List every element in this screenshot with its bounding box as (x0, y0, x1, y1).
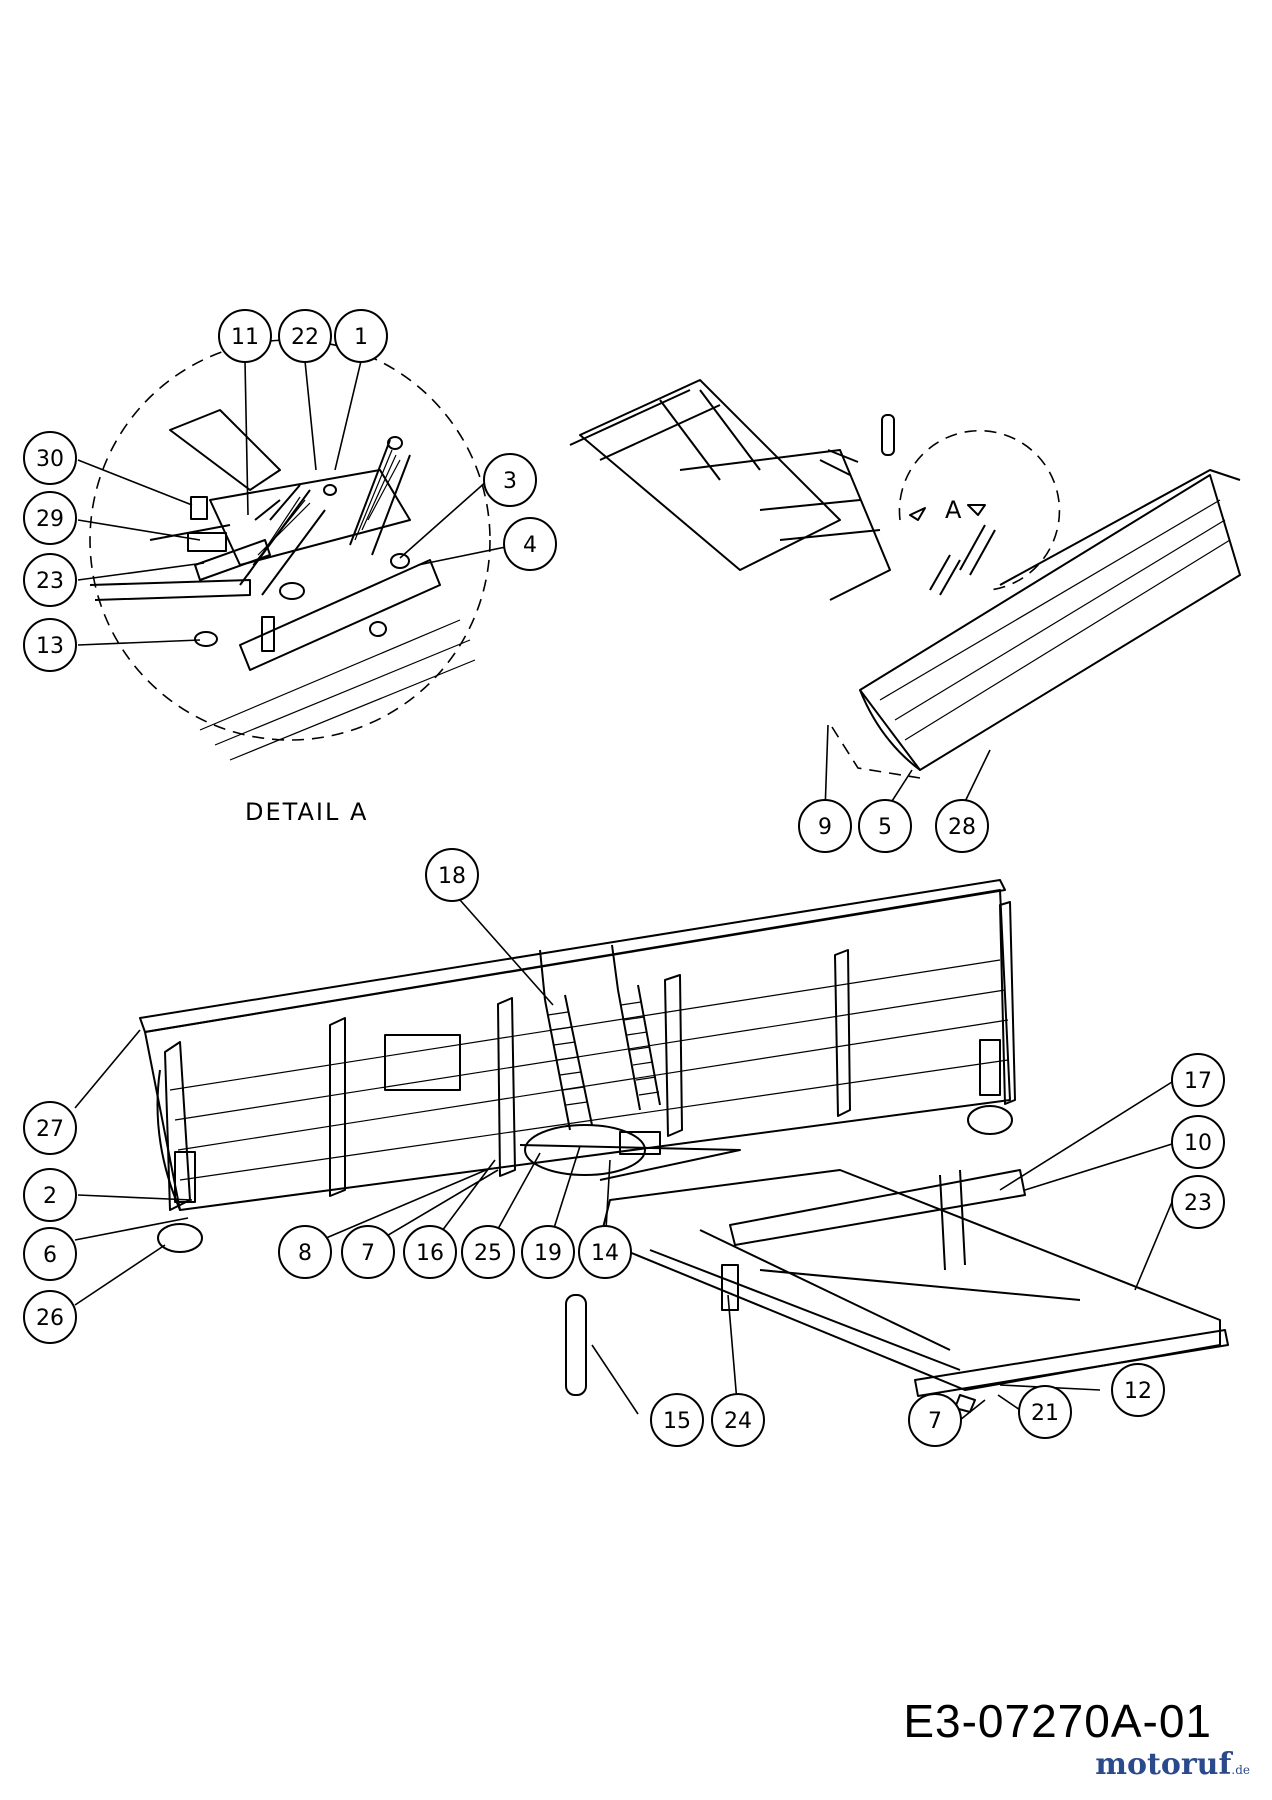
a-frame (599, 1169, 1229, 1397)
drawing-number: E3-07270A-01 (903, 1695, 1212, 1747)
svg-text:24: 24 (724, 1409, 752, 1434)
watermark-logo: motoruf.de (1095, 1747, 1250, 1782)
callout-9: 9 (798, 799, 852, 853)
svg-text:25: 25 (474, 1241, 502, 1266)
view-marker-a: A (945, 496, 962, 524)
callout-4: 4 (503, 517, 557, 571)
svg-text:10: 10 (1184, 1131, 1212, 1156)
callout-29: 29 (23, 491, 77, 545)
svg-text:29: 29 (36, 507, 64, 532)
svg-text:1: 1 (354, 325, 368, 350)
svg-text:3: 3 (503, 469, 517, 494)
svg-text:4: 4 (523, 533, 537, 558)
overview-detail-marker (898, 429, 1061, 591)
blade-springs (539, 944, 661, 1131)
link-bar (565, 1294, 587, 1396)
detail-a-frame (89, 409, 476, 761)
callout-19: 19 (521, 1225, 575, 1279)
svg-text:27: 27 (36, 1117, 64, 1142)
callout-30: 30 (23, 431, 77, 485)
svg-text:13: 13 (36, 634, 64, 659)
pivot-plate (519, 1124, 741, 1181)
overview-spring (929, 524, 996, 596)
callout-8: 8 (278, 1225, 332, 1279)
callout-14: 14 (578, 1225, 632, 1279)
main-assembly (139, 879, 1229, 1413)
callout-7-hitch: 7 (908, 1393, 962, 1447)
callout-23-main: 23 (1171, 1175, 1225, 1229)
assembly-overview: A (569, 379, 1241, 779)
svg-text:23: 23 (1184, 1191, 1212, 1216)
callout-2: 2 (23, 1168, 77, 1222)
callout-17: 17 (1171, 1053, 1225, 1107)
callout-7-main: 7 (341, 1225, 395, 1279)
overview-frame (569, 379, 891, 601)
callout-18: 18 (425, 848, 479, 902)
detail-a-springs (239, 436, 411, 596)
callout-27: 27 (23, 1101, 77, 1155)
svg-text:19: 19 (534, 1241, 562, 1266)
detail-a-hardware (187, 496, 410, 652)
callout-22: 22 (278, 309, 332, 363)
svg-text:26: 26 (36, 1306, 64, 1331)
svg-text:28: 28 (948, 815, 976, 840)
callout-16: 16 (403, 1225, 457, 1279)
callout-1: 1 (334, 309, 388, 363)
svg-text:12: 12 (1124, 1379, 1152, 1404)
arrow-a-right (967, 504, 986, 516)
plow-blade (139, 879, 1016, 1211)
svg-text:22: 22 (291, 325, 319, 350)
callout-21: 21 (1018, 1385, 1072, 1439)
svg-text:6: 6 (43, 1243, 57, 1268)
svg-text:15: 15 (663, 1409, 691, 1434)
svg-text:30: 30 (36, 447, 64, 472)
overview-link-plate (881, 414, 895, 456)
callout-3: 3 (483, 453, 537, 507)
callout-23-detail: 23 (23, 553, 77, 607)
callout-24: 24 (711, 1393, 765, 1447)
callout-12: 12 (1111, 1363, 1165, 1417)
svg-text:11: 11 (231, 325, 259, 350)
svg-text:21: 21 (1031, 1401, 1059, 1426)
svg-text:18: 18 (438, 864, 466, 889)
svg-text:8: 8 (298, 1241, 312, 1266)
overview-blade (859, 469, 1241, 771)
svg-text:14: 14 (591, 1241, 619, 1266)
svg-text:16: 16 (416, 1241, 444, 1266)
callout-28: 28 (935, 799, 989, 853)
warning-label (384, 1034, 461, 1091)
callout-15: 15 (650, 1393, 704, 1447)
svg-text:7: 7 (361, 1241, 375, 1266)
svg-text:17: 17 (1184, 1069, 1212, 1094)
callout-25: 25 (461, 1225, 515, 1279)
svg-text:5: 5 (878, 815, 892, 840)
callout-11: 11 (218, 309, 272, 363)
callout-26: 26 (23, 1290, 77, 1344)
svg-text:2: 2 (43, 1184, 57, 1209)
callout-5: 5 (858, 799, 912, 853)
callout-13: 13 (23, 618, 77, 672)
detail-a-view: DETAIL A (89, 339, 491, 826)
svg-text:9: 9 (818, 815, 832, 840)
callout-6: 6 (23, 1227, 77, 1281)
skid-shoes (157, 1039, 1013, 1253)
arrow-a-left (909, 507, 926, 521)
callout-10: 10 (1171, 1115, 1225, 1169)
detail-a-label: DETAIL A (245, 798, 368, 826)
svg-text:23: 23 (36, 569, 64, 594)
svg-text:7: 7 (928, 1409, 942, 1434)
